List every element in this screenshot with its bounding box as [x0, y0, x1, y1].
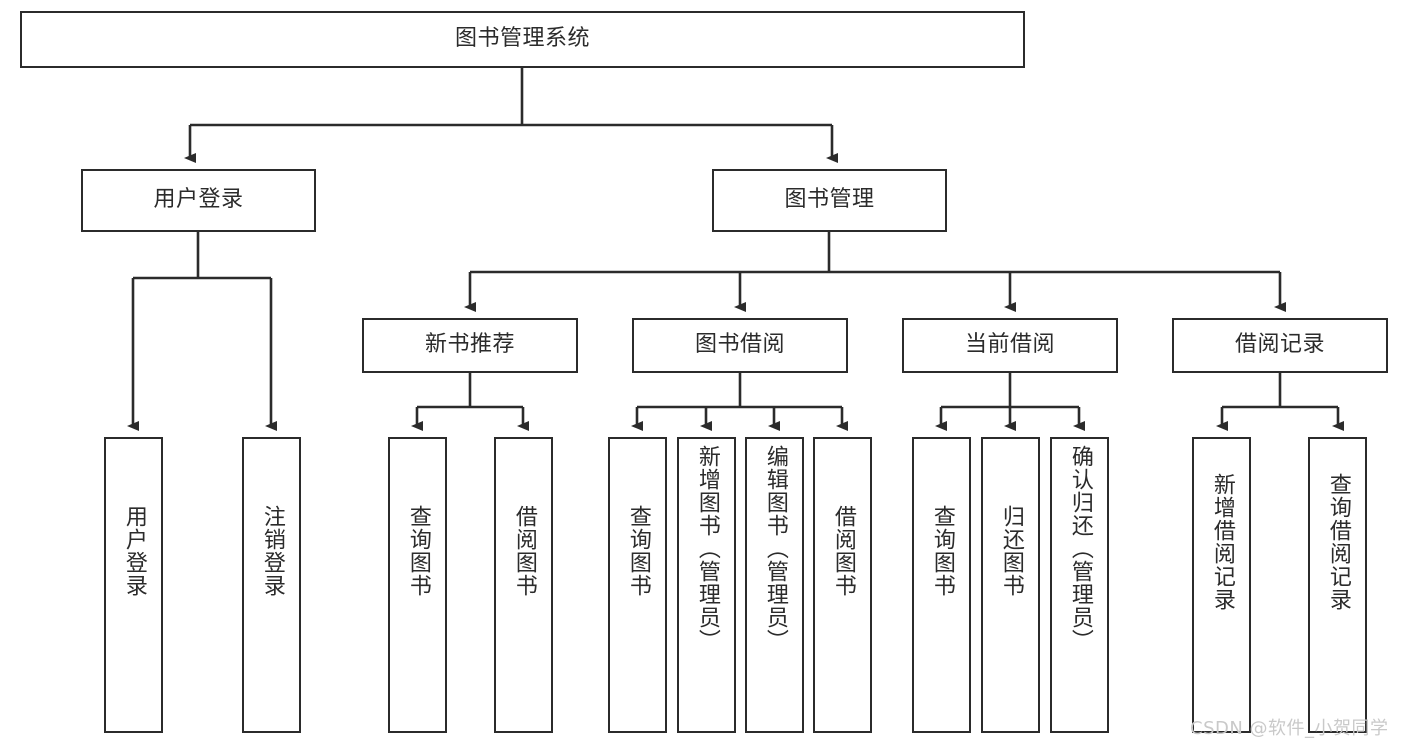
- node-label: 借阅图书: [511, 505, 537, 597]
- leaf-recommend-query-book[interactable]: 查询图书: [388, 437, 447, 733]
- leaf-borrow-add-book-admin[interactable]: 新增图书（管理员）: [677, 437, 736, 733]
- node-label: 用户登录: [121, 505, 147, 597]
- node-label: 新书推荐: [424, 332, 515, 358]
- node-label: 注销登录: [259, 505, 285, 597]
- node-label: 查询图书: [625, 505, 651, 597]
- node-root-library-system[interactable]: 图书管理系统: [20, 11, 1025, 68]
- node-label: 编辑图书（管理员）: [762, 445, 788, 652]
- node-new-book-recommend[interactable]: 新书推荐: [362, 318, 578, 373]
- node-label: 图书管理: [784, 187, 875, 213]
- node-label: 查询借阅记录: [1325, 473, 1351, 611]
- leaf-record-query-record[interactable]: 查询借阅记录: [1308, 437, 1367, 733]
- leaf-current-confirm-return-admin[interactable]: 确认归还（管理员）: [1050, 437, 1109, 733]
- csdn-watermark: CSDN @软件_小贺同学: [1190, 718, 1389, 739]
- node-label: 确认归还（管理员）: [1067, 445, 1093, 652]
- leaf-current-query-book[interactable]: 查询图书: [912, 437, 971, 733]
- leaf-recommend-borrow-book[interactable]: 借阅图书: [494, 437, 553, 733]
- node-label: 当前借阅: [964, 332, 1055, 358]
- node-borrow-record[interactable]: 借阅记录: [1172, 318, 1388, 373]
- leaf-borrow-edit-book-admin[interactable]: 编辑图书（管理员）: [745, 437, 804, 733]
- leaf-borrow-borrow-book[interactable]: 借阅图书: [813, 437, 872, 733]
- leaf-user-login-login[interactable]: 用户登录: [104, 437, 163, 733]
- node-label: 查询图书: [405, 505, 431, 597]
- node-label: 借阅图书: [830, 505, 856, 597]
- node-book-management[interactable]: 图书管理: [712, 169, 947, 232]
- leaf-user-login-logout[interactable]: 注销登录: [242, 437, 301, 733]
- leaf-current-return-book[interactable]: 归还图书: [981, 437, 1040, 733]
- node-current-borrow[interactable]: 当前借阅: [902, 318, 1118, 373]
- node-label: 图书借阅: [694, 332, 785, 358]
- leaf-borrow-query-book[interactable]: 查询图书: [608, 437, 667, 733]
- node-label: 借阅记录: [1234, 332, 1325, 358]
- node-label: 新增借阅记录: [1209, 473, 1235, 611]
- leaf-record-add-record[interactable]: 新增借阅记录: [1192, 437, 1251, 733]
- node-book-borrow[interactable]: 图书借阅: [632, 318, 848, 373]
- node-label: 用户登录: [153, 187, 244, 213]
- node-label: 新增图书（管理员）: [694, 445, 720, 652]
- node-label: 查询图书: [929, 505, 955, 597]
- node-label: 归还图书: [998, 505, 1024, 597]
- node-user-login[interactable]: 用户登录: [81, 169, 316, 232]
- node-label: 图书管理系统: [454, 26, 590, 52]
